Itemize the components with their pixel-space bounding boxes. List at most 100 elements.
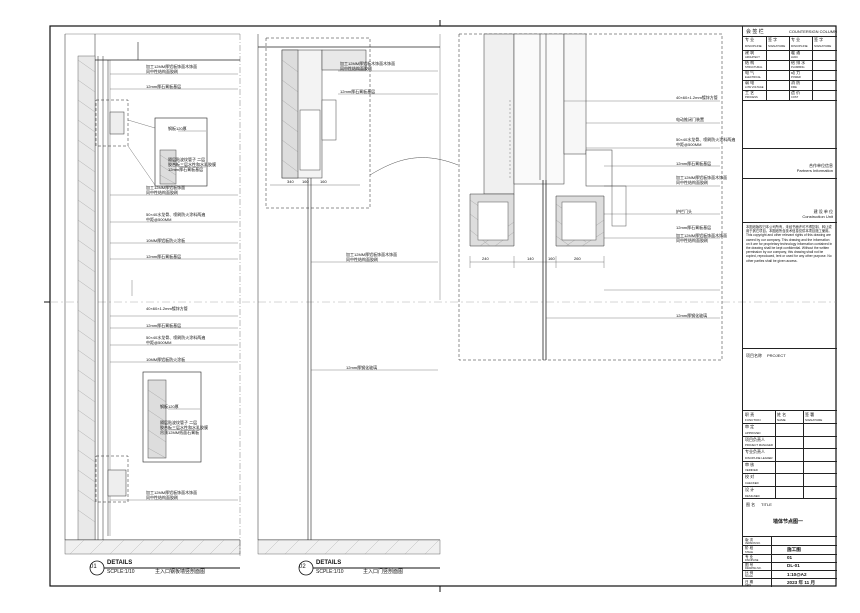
annotation-text: 同中性结构面胶刷 xyxy=(340,66,372,71)
annotation-text: 电动推闭门装置 xyxy=(676,117,704,122)
annotation-text: 同中性结构面胶刷 xyxy=(676,238,708,243)
annotation-text: 中距@500MM xyxy=(676,142,702,147)
annotation-text: 同中性结构面胶刷 xyxy=(146,69,178,74)
copyright-notice: 本图纸版权归本公司所有，未经书面许可不得复制、转让或用于其它项目。本图纸所含技术… xyxy=(743,222,837,322)
annotation-text: 隔层贴波纹管子 二层 xyxy=(160,420,198,425)
annotation-text: 12mm厚石膏板基层 xyxy=(340,89,376,94)
countersign-col-headers: 专 业 DISCIPLINE 签 字 SIGNATURE 专 业 DISCIPLINE 签 … xyxy=(743,36,837,51)
annotation-text: 10MM厚铝板防火涂板 xyxy=(146,238,186,243)
annotation-text: 同中性结构面胶刷 xyxy=(676,180,708,185)
drawing-title: 墙体节点图一 xyxy=(773,519,804,525)
annotation-text: 护栏门头 xyxy=(676,209,692,214)
annotation-text: 钢板120厚 xyxy=(168,126,187,131)
annotation-text: 隔层贴波纹管子 二层 xyxy=(168,157,206,162)
annotation-text: 中距@500MM xyxy=(146,340,172,345)
annotation-text: 50×40水龙骨、喷刷防火涂料两遍 xyxy=(146,335,206,340)
dim-text: 240 xyxy=(482,256,489,261)
annotation-text: 加工12MM厚铝板饰面木饰面 xyxy=(346,252,398,257)
annotation-text: 胶合板三层水性和水乳胶膜 xyxy=(160,425,208,430)
drawing-title-box: 图 名 TITLE 墙体节点图一 xyxy=(743,498,837,537)
annotation-text: 50×40水龙骨、喷刷防火涂料两遍 xyxy=(146,212,206,217)
annotation-text: 50×40水龙骨、喷刷防火涂料两遍 xyxy=(676,137,736,142)
annotation-text: 加工12MM厚铝板饰面木饰面 xyxy=(146,490,198,495)
detail-01-title: 主入口钢板墙竖剖面图 xyxy=(155,569,206,575)
info-value: DL-01 xyxy=(787,563,800,569)
annotation-text: 40×60×1.2mm镀锌方管 xyxy=(146,306,188,311)
annotation-text: 12mm厚钢化玻璃 xyxy=(676,313,708,318)
detail-02-leaders xyxy=(311,70,438,371)
dim-text: 160 xyxy=(302,179,309,184)
dim-text: 160 xyxy=(320,179,327,184)
annotation-text: 加工12MM厚铝板饰面木饰面 xyxy=(676,233,728,238)
annotation-text: 12mm厚石膏板基层 xyxy=(146,323,182,328)
project-name: 项目名称 PROJECT xyxy=(743,348,837,411)
info-value: 1:10@A2 xyxy=(787,571,807,577)
detail-01-heading: DETAILS xyxy=(107,560,133,566)
countersign-col-header: 签 字 xyxy=(768,37,778,42)
title-block: 会 签 栏 COUNTERSIGN COLUMN 专 业 DISCIPLINE 签 … xyxy=(742,26,837,587)
detail-01-leaders xyxy=(110,73,238,501)
detail-01-drawing xyxy=(64,33,241,556)
dim-text: 140 xyxy=(527,256,534,261)
sheet-border xyxy=(49,25,837,587)
countersign-col-header-en: SIGNATURE xyxy=(814,44,832,48)
countersign-col-header: 签 字 xyxy=(814,37,824,42)
detail-01-scale: SCPLE:1/10 xyxy=(107,569,135,575)
annotation-text: 12mm厚石膏板基层 xyxy=(676,225,712,230)
countersign-col-header: 专 业 xyxy=(745,37,755,42)
detail-02-number: 02 xyxy=(299,564,306,570)
info-value: 2023 年 11 月 xyxy=(787,580,816,585)
annotation-text: 加工12MM厚铝板木饰面木饰面 xyxy=(340,61,396,66)
partner-info: 合作单位信息 Partners Information xyxy=(743,148,837,179)
countersign-col-header: 专 业 xyxy=(791,37,801,42)
detail-02-title: 主入口门竖剖面图 xyxy=(363,569,404,575)
detail-03-leaders xyxy=(546,100,720,319)
annotation-text: 加工12MM厚铝板饰面木饰面 xyxy=(146,64,198,69)
detail-02-label xyxy=(298,560,440,576)
info-value: 施工图 xyxy=(787,546,801,552)
countersign-header: 会 签 栏 COUNTERSIGN COLUMN xyxy=(743,28,837,37)
detail-01-label xyxy=(89,560,240,576)
countersign-col-header-en: DISCIPLINE xyxy=(791,44,808,48)
detail-02-scale: SCPLE:1/10 xyxy=(316,569,344,575)
dim-text: 160 xyxy=(548,256,555,261)
annotation-text: 12mm厚石膏板基层 xyxy=(146,84,182,89)
detail-02-drawing xyxy=(257,34,459,555)
annotation-text: 同中性结构面胶刷 xyxy=(146,495,178,500)
dim-text: 340 xyxy=(287,179,294,184)
countersign-col-header-en: DISCIPLINE xyxy=(745,44,762,48)
annotation-text: 10MM厚铝板防火涂板 xyxy=(146,357,186,362)
annotation-text: 钢板120厚 xyxy=(160,404,179,409)
annotation-text: 12mm厚钢化玻璃 xyxy=(346,365,378,370)
annotation-text: 胶合板三层水性和水乳胶膜 xyxy=(168,162,216,167)
annotation-text: 加工12MM厚铝板饰面木饰面 xyxy=(676,175,728,180)
annotation-text: 吊顶12MM纸面石膏板 xyxy=(160,430,200,435)
construction-unit: 建 设 单 位 Construction Unit xyxy=(743,178,837,223)
annotation-text: 12mm厚石膏板基层 xyxy=(146,254,182,259)
annotation-text: 同中性结构面胶刷 xyxy=(146,190,178,195)
annotation-text: 同中性结构面胶刷 xyxy=(346,257,378,262)
info-value: 01 xyxy=(787,555,793,561)
annotation-text: 12mm厚石膏板基层 xyxy=(676,161,712,166)
countersign-col-header-en: SIGNATURE xyxy=(768,44,786,48)
